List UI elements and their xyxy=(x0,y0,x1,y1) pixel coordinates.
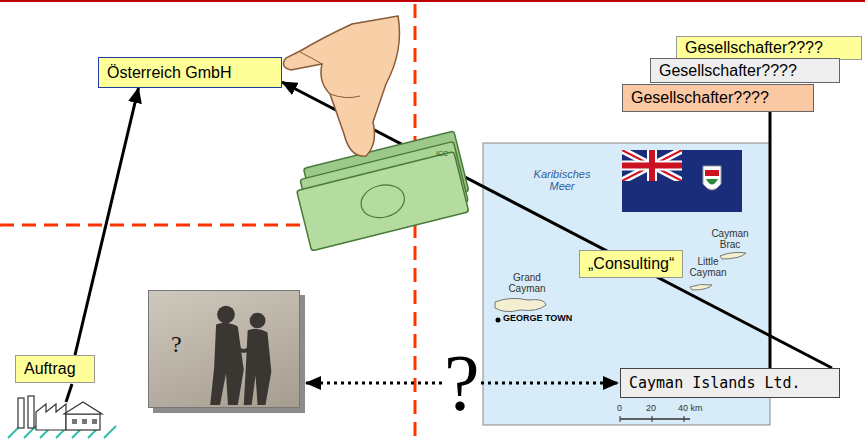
shareholder-box: Gesellschafter???? xyxy=(650,58,840,83)
flow-arrow xyxy=(75,88,138,355)
company-box: Österreich GmbH xyxy=(98,57,282,88)
window xyxy=(72,419,77,424)
node-text: Gesellschafter???? xyxy=(631,89,769,107)
sea-name: Karibisches Meer xyxy=(530,168,594,192)
flag-stripe xyxy=(622,150,682,181)
banknotes xyxy=(292,131,474,251)
question-mark: ? xyxy=(444,343,480,423)
flow-arrow xyxy=(769,112,772,368)
flag-crest xyxy=(705,170,719,176)
scale-value: 20 xyxy=(646,404,662,414)
town-dot xyxy=(496,318,501,323)
node-text: Österreich GmbH xyxy=(107,64,231,82)
island xyxy=(720,252,746,259)
shareholder-box: Gesellschafter???? xyxy=(676,36,862,60)
consulting-tag: „Consulting“ xyxy=(579,250,683,278)
scale-bar xyxy=(652,416,653,422)
chimney xyxy=(28,396,34,428)
factory-hall xyxy=(66,414,100,430)
flag-stripe xyxy=(622,150,682,181)
arrow-tail xyxy=(66,384,72,402)
scale-value: 0 xyxy=(617,404,627,414)
island-name: Grand Cayman xyxy=(505,272,549,294)
ground-hatch xyxy=(104,426,116,438)
node-text: Gesellschafter???? xyxy=(659,62,797,80)
shareholder-box: Gesellschafter???? xyxy=(622,84,814,112)
flag-crest xyxy=(703,166,721,190)
factory-icon xyxy=(8,384,116,438)
factory-roof xyxy=(64,402,102,414)
offshore-company-box: Cayman Islands Ltd. xyxy=(620,368,840,398)
flag-stripe xyxy=(622,150,682,181)
banknote-mark: ICC xyxy=(436,150,456,158)
flag-stripe xyxy=(622,150,682,181)
node-text: Gesellschafter???? xyxy=(685,39,823,57)
island xyxy=(690,284,712,290)
town-name: GEORGE TOWN xyxy=(503,314,583,324)
scale-value: 40 km xyxy=(678,404,712,414)
flag-stripe xyxy=(622,163,682,169)
node-text: ? xyxy=(171,331,182,357)
island-name: Little Cayman xyxy=(686,256,730,278)
scale-bar xyxy=(620,418,690,420)
node-text: Cayman Islands Ltd. xyxy=(629,374,801,392)
header-rule xyxy=(0,0,865,2)
window xyxy=(82,419,87,424)
scale-bar xyxy=(684,416,685,422)
flag xyxy=(622,150,742,212)
scale-bar xyxy=(620,416,621,422)
finger-line xyxy=(330,94,360,98)
node-text: Auftrag xyxy=(24,360,76,378)
union-jack xyxy=(622,150,682,181)
factory-hall xyxy=(36,404,66,430)
window xyxy=(92,419,97,424)
hand xyxy=(283,16,399,156)
finger-line xyxy=(300,52,322,64)
island xyxy=(495,298,546,311)
banknote xyxy=(297,152,469,251)
order-box: Auftrag xyxy=(15,355,95,383)
shadow-photo: ? xyxy=(148,290,300,408)
flag-crest xyxy=(706,179,718,185)
banknote-seal xyxy=(357,180,407,222)
chimney xyxy=(18,398,24,428)
island-name: Cayman Brac xyxy=(708,228,752,250)
